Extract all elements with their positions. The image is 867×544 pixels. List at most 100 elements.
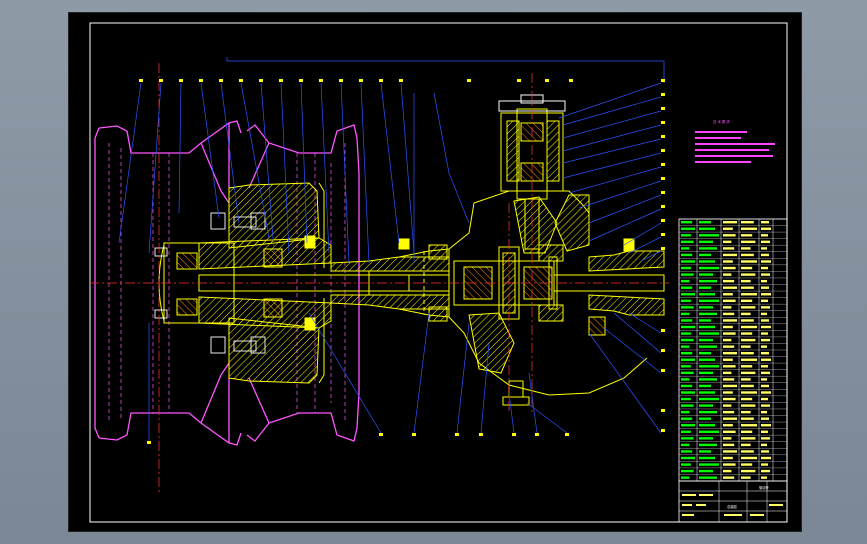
parts-list-cell [761,286,769,289]
parts-list-cell [681,417,693,420]
parts-list-cell [723,319,737,322]
parts-list-cell [761,273,770,276]
parts-list-cell [681,358,695,361]
parts-list-cell [761,279,767,283]
parts-list-cell [741,404,756,407]
parts-list-cell [681,404,694,407]
parts-list-cell [741,266,753,270]
parts-list-cell [723,476,735,479]
parts-list-cell [741,260,757,263]
parts-list-cell [723,410,735,414]
parts-list-cell [723,463,736,466]
parts-list-cell [699,293,715,296]
parts-list-cell [681,227,695,230]
parts-list-cell [681,437,694,440]
technical-notes-lines [695,131,775,163]
parts-list-cell [761,430,768,433]
parts-list-cell [681,240,694,244]
parts-list-cell [741,221,754,224]
parts-list-cell [723,371,732,375]
parts-list-cell [699,312,717,316]
parts-list-cell [699,469,713,473]
leader-long [226,57,665,83]
parts-list-cell [699,247,717,250]
parts-list-cell [723,391,733,394]
parts-list-cell [741,450,754,453]
parts-list-cell [723,384,737,388]
parts-list-cell [741,391,757,394]
parts-list-cell [699,424,715,427]
parts-list-cell [681,286,693,289]
title-block: 驱动桥 总装图 [678,480,788,523]
parts-list-cell [699,352,711,355]
parts-list-cell [699,221,711,224]
parts-list-cell [681,378,690,381]
parts-list-cell [741,286,754,289]
parts-list-cell [723,397,736,401]
parts-list-cell [699,476,717,479]
parts-list-cell [741,345,751,348]
parts-list-cell [761,240,770,244]
centerlines [89,63,669,493]
parts-list-cell [761,417,769,420]
parts-list-cell [761,410,767,414]
parts-list-cell [681,312,690,316]
parts-list-cell [681,456,695,460]
parts-list-cell [741,338,756,342]
parts-list-cell [723,404,732,407]
parts-list-cell [723,358,733,361]
parts-list-cell [761,345,767,348]
parts-list-cell [741,430,753,433]
parts-list-cell [723,378,735,381]
parts-list-cell [723,456,733,460]
title-block-code: 总装图 [727,504,737,509]
parts-list-cell [699,397,719,401]
parts-list-cell [761,378,767,381]
parts-list-cell [741,253,754,257]
parts-list-cell [699,325,715,329]
parts-list-cell [761,247,767,250]
parts-list-cell [723,345,735,348]
parts-list-cell [741,469,756,473]
parts-list-cell [761,338,770,342]
parts-list-cell [761,253,769,257]
parts-list-cell [761,424,771,427]
technical-notes-title: 技 术 要 求 [713,119,730,124]
parts-list-cell [681,410,690,414]
parts-list-cell [741,365,753,368]
parts-list-cell [741,319,754,322]
parts-list-cell [761,450,769,453]
parts-list-cell [761,371,770,375]
parts-list-cell [681,450,693,453]
parts-list-cell [761,397,768,401]
parts-list-cell [723,450,737,453]
drawing-sheet: 技 术 要 求 驱动桥 总装图 [68,12,802,532]
parts-list-cell [741,371,756,375]
parts-list-cell [741,299,753,302]
parts-list-cell [699,306,713,309]
parts-list-rows [679,218,787,479]
parts-list-cell [681,260,695,263]
parts-list-cell [699,371,713,375]
parts-list-cell [741,456,757,460]
parts-list-cell [761,221,769,224]
parts-list-cell [699,260,715,263]
parts-list-cell [681,273,694,276]
parts-list-cell [741,463,753,466]
parts-list-cell [681,384,693,388]
parts-list-cell [761,358,771,361]
parts-list-cell [699,345,717,348]
assembly-drawing-canvas: 技 术 要 求 驱动桥 总装图 [89,22,788,523]
parts-list-cell [761,456,771,460]
parts-list-cell [681,253,693,257]
parts-list-cell [723,279,735,283]
parts-list-cell [699,332,719,335]
parts-list-cell [681,332,691,335]
parts-list-cell [699,266,719,270]
hub-assembly [158,182,450,384]
parts-list-cell [761,319,769,322]
parts-list-cell [723,227,733,230]
parts-list-cell [723,286,737,289]
parts-list-cell [681,352,693,355]
parts-list-cell [681,463,691,466]
